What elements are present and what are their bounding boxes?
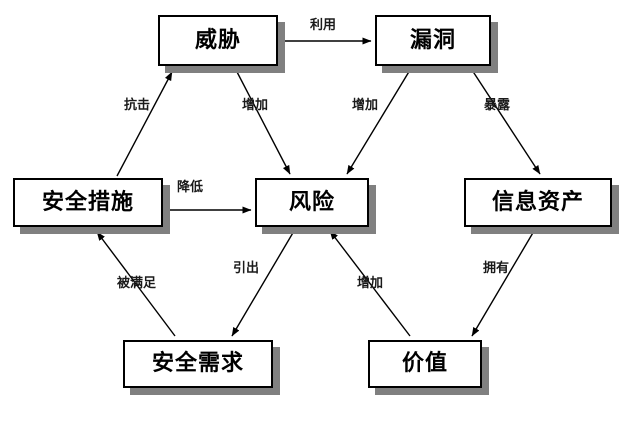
edge-label-counter: 抗击 (124, 98, 151, 113)
edge-label-reduce: 降低 (177, 180, 204, 195)
node-label-vulnerability: 漏洞 (409, 27, 456, 53)
edge-label-own: 拥有 (483, 261, 510, 276)
node-requirement[interactable]: 安全需求 (123, 340, 273, 388)
node-threat[interactable]: 威胁 (158, 15, 278, 66)
edge-vulnerability-to-risk (346, 69, 411, 175)
edge-label-expose: 暴露 (484, 98, 511, 113)
edge-label-derive: 引出 (233, 261, 260, 276)
node-label-risk: 风险 (288, 189, 335, 215)
edge-label-increase-vuln-risk: 增加 (352, 98, 379, 113)
edge-label-satisfied: 被满足 (117, 276, 157, 291)
node-label-requirement: 安全需求 (151, 351, 244, 376)
node-label-safeguard: 安全措施 (41, 189, 134, 215)
edge-asset-to-value (471, 230, 535, 337)
edge-label-exploit: 利用 (310, 18, 337, 33)
edge-vulnerability-to-asset (471, 69, 541, 175)
node-value[interactable]: 价值 (368, 340, 482, 388)
edge-threat-to-risk (235, 69, 291, 175)
edge-safeguard-to-threat (116, 71, 173, 177)
edge-label-increase-value-risk: 增加 (357, 276, 384, 291)
node-label-threat: 威胁 (194, 27, 241, 53)
node-safeguard[interactable]: 安全措施 (13, 178, 163, 227)
node-label-asset: 信息资产 (491, 189, 584, 215)
edge-label-increase-threat-risk: 增加 (242, 98, 269, 113)
node-vulnerability[interactable]: 漏洞 (375, 15, 491, 66)
node-asset[interactable]: 信息资产 (464, 178, 612, 227)
node-label-value: 价值 (401, 351, 448, 376)
node-risk[interactable]: 风险 (255, 178, 369, 227)
edge-risk-to-requirement (231, 230, 295, 337)
